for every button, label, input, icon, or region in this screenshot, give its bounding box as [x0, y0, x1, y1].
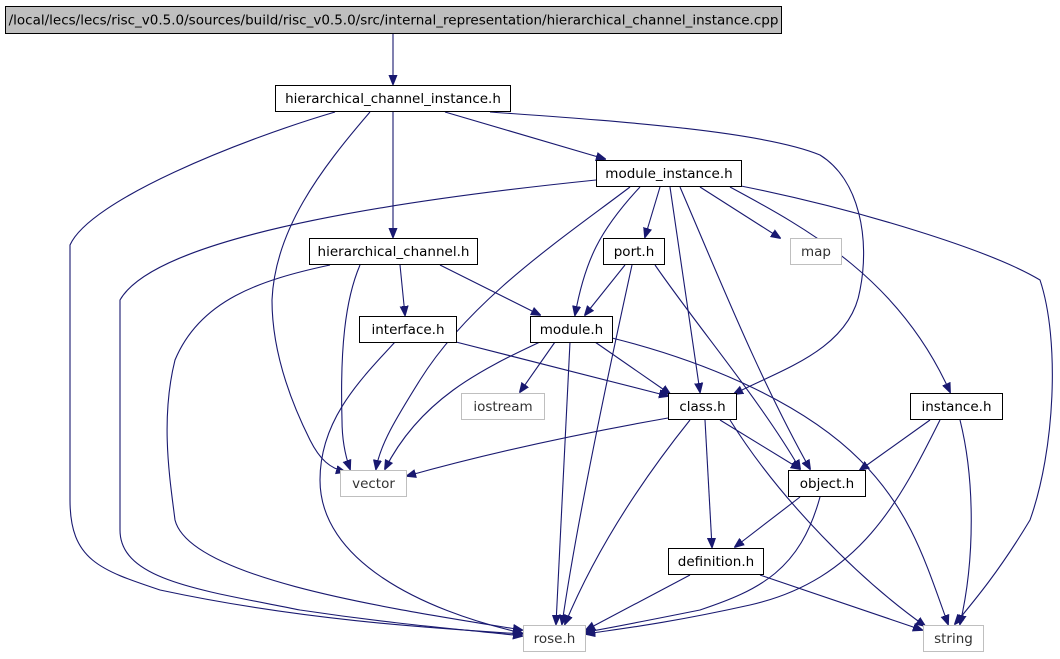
node-box [359, 316, 457, 343]
node-label: module_instance.h [605, 166, 732, 182]
edge-port-to-rose [562, 264, 633, 624]
node-box [275, 85, 511, 112]
edge-module-to-string [611, 337, 948, 624]
node-label: hierarchical_channel_instance.h [285, 91, 501, 107]
edge-mi-to-module [575, 186, 641, 315]
node-label: object.h [800, 476, 854, 492]
node-label: port.h [614, 244, 655, 260]
edge-port-to-module [585, 264, 626, 315]
node-label: map [801, 244, 831, 260]
node-label: string [934, 631, 973, 647]
node-box [910, 393, 1003, 420]
edge-module-to-rose [556, 341, 571, 624]
edge-hc-to-iface [400, 264, 405, 315]
edge-object-to-rose [586, 496, 821, 632]
edge-object-to-definition [735, 496, 801, 547]
edge-instance-to-object [860, 419, 931, 470]
node-class[interactable]: class.h [668, 393, 737, 420]
node-box [309, 238, 478, 265]
node-label: class.h [679, 399, 725, 415]
node-port[interactable]: port.h [603, 238, 665, 265]
node-root[interactable]: /local/lecs/lecs/risc_v0.5.0/sources/bui… [5, 6, 782, 34]
node-label: iostream [473, 399, 532, 415]
edge-hci-to-mi [444, 111, 605, 159]
node-vector: vector [340, 470, 407, 497]
edge-hci-to-rose [69, 111, 522, 634]
nodes-layer: /local/lecs/lecs/risc_v0.5.0/sources/bui… [5, 6, 1003, 652]
node-rose: rose.h [523, 625, 586, 652]
node-hci[interactable]: hierarchical_channel_instance.h [275, 85, 511, 112]
node-box [668, 548, 764, 575]
node-label: hierarchical_channel.h [318, 244, 470, 260]
edge-mi-to-string [740, 185, 1053, 624]
edge-mi-to-port [645, 186, 661, 237]
node-mi[interactable]: module_instance.h [596, 160, 742, 187]
edge-iface-to-class [455, 341, 668, 396]
node-iostream: iostream [461, 393, 545, 420]
edge-mi-to-map [699, 186, 780, 238]
node-box [923, 625, 984, 652]
node-box [788, 470, 866, 497]
edge-class-to-string [729, 419, 925, 626]
edge-hc-to-vector [341, 264, 361, 469]
node-definition[interactable]: definition.h [668, 548, 764, 575]
node-map: map [790, 238, 842, 265]
edge-module-to-class [594, 341, 670, 394]
node-box [5, 6, 782, 34]
edge-mi-to-class [669, 186, 700, 392]
node-module[interactable]: module.h [530, 316, 613, 343]
node-label: definition.h [678, 554, 754, 570]
node-box [340, 470, 407, 497]
node-box [461, 393, 545, 420]
edge-module-to-iostream [520, 341, 556, 392]
edge-port-to-object [654, 264, 800, 469]
edge-module-to-vector [385, 341, 541, 469]
edge-hci-to-class [489, 111, 865, 394]
node-box [790, 238, 842, 265]
edge-definition-to-string [759, 574, 922, 630]
node-box [530, 316, 613, 343]
node-label: instance.h [921, 399, 991, 415]
node-label: interface.h [371, 322, 444, 338]
node-label: rose.h [534, 631, 576, 647]
edge-class-to-definition [704, 419, 712, 547]
edge-class-to-rose [565, 419, 691, 624]
node-box [668, 393, 737, 420]
edge-mi-to-vector [376, 186, 631, 469]
edge-mi-to-object [679, 186, 810, 469]
node-iface[interactable]: interface.h [359, 316, 457, 343]
node-label: /local/lecs/lecs/risc_v0.5.0/sources/bui… [9, 13, 779, 29]
edge-mi-to-instance [729, 186, 950, 392]
node-object[interactable]: object.h [788, 470, 866, 497]
edge-definition-to-rose [586, 574, 691, 630]
node-instance[interactable]: instance.h [910, 393, 1003, 420]
edge-instance-to-string [960, 419, 972, 624]
node-label: module.h [540, 322, 603, 338]
edge-class-to-vector [407, 417, 669, 476]
node-box [596, 160, 742, 187]
edge-instance-to-rose [586, 419, 941, 634]
node-box [603, 238, 665, 265]
edges-layer [69, 34, 1053, 636]
edge-iface-to-rose [319, 341, 522, 633]
edge-mi-to-rose [119, 179, 597, 636]
edge-hc-to-rose [166, 264, 522, 630]
node-string: string [923, 625, 984, 652]
node-hc[interactable]: hierarchical_channel.h [309, 238, 478, 265]
edge-class-to-object [719, 419, 800, 469]
edge-hc-to-module [439, 264, 540, 315]
node-label: vector [352, 476, 395, 492]
edge-hci-to-vector [271, 111, 371, 472]
node-box [523, 625, 586, 652]
